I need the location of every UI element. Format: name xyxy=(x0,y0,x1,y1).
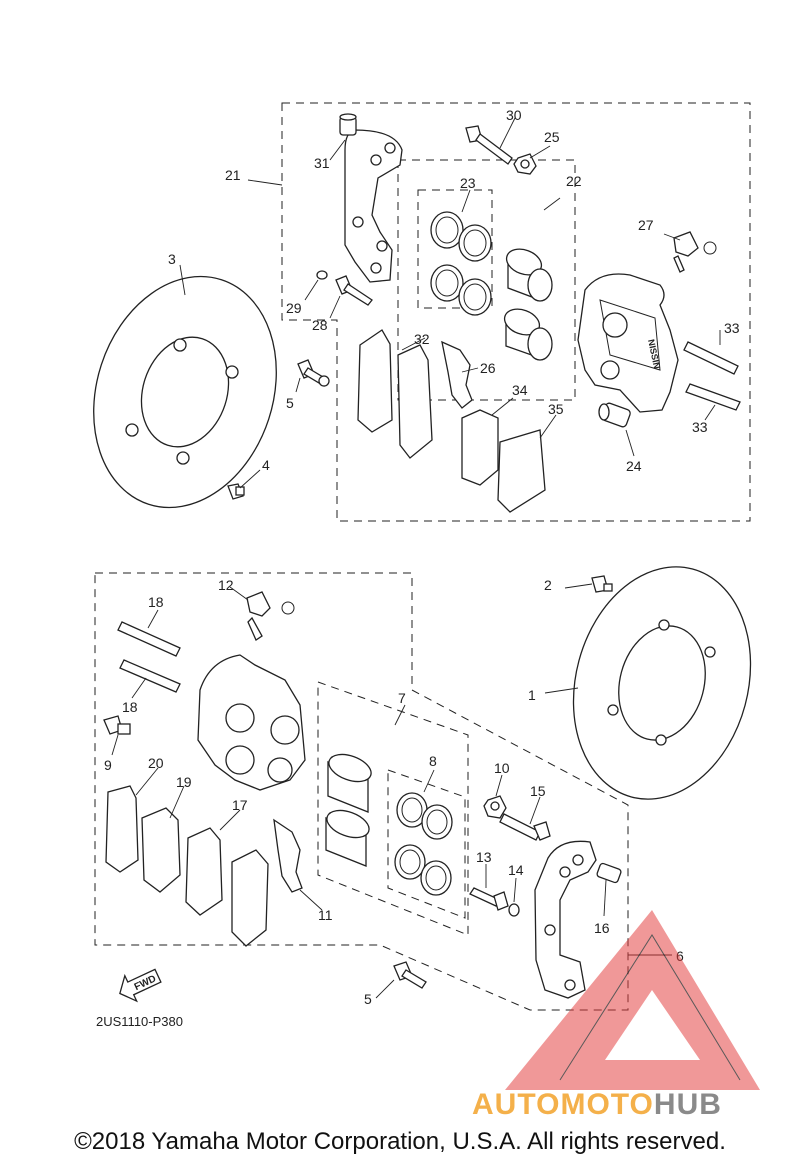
caliper-bracket-lower xyxy=(534,840,597,999)
pistons-lower xyxy=(325,753,372,867)
pad-17 xyxy=(185,827,223,916)
callout-12: 12 xyxy=(218,577,234,593)
caliper-body-lower xyxy=(197,654,306,791)
callout-23: 23 xyxy=(460,175,476,191)
pin-24 xyxy=(598,402,631,428)
piston-seals-lower xyxy=(394,792,453,896)
pad-19 xyxy=(141,807,181,893)
callout-19: 19 xyxy=(176,774,192,790)
callout-30: 30 xyxy=(506,107,522,123)
logo-triangle xyxy=(505,910,760,1090)
callout-8: 8 xyxy=(429,753,437,769)
caliper-pins-upper xyxy=(683,341,741,411)
callout-20: 20 xyxy=(148,755,164,771)
washer-29 xyxy=(316,270,328,280)
logo-inner-mark xyxy=(559,934,741,1081)
automotohub-logo xyxy=(505,910,760,1090)
callout-3: 3 xyxy=(168,251,176,267)
callout-25: 25 xyxy=(544,129,560,145)
pad-34 xyxy=(461,409,499,486)
fwd-arrow: FWD xyxy=(119,968,162,1003)
callout-4: 4 xyxy=(262,457,270,473)
reference-code: 2US1110-P380 xyxy=(96,1014,183,1029)
upper-seal-subgroup-boundary xyxy=(417,189,493,309)
callout-32: 32 xyxy=(414,331,430,347)
disc-bolt-upper xyxy=(227,483,245,500)
watermark-part1: AUTOMOTO xyxy=(472,1088,654,1121)
bleed-valve-lower xyxy=(246,591,295,641)
callout-31: 31 xyxy=(314,155,330,171)
bolt-9 xyxy=(103,715,131,735)
callout-labels: 1 2 3 4 5 5 6 7 8 9 10 11 12 13 14 15 16… xyxy=(104,107,740,1007)
callout-22: 22 xyxy=(566,173,582,189)
bracket-pin-16 xyxy=(596,862,622,884)
callout-29: 29 xyxy=(286,300,302,316)
callout-9: 9 xyxy=(104,757,112,773)
brake-disc-lower xyxy=(572,566,752,800)
bracket-pin-31 xyxy=(339,113,357,136)
callout-2: 2 xyxy=(544,577,552,593)
bleed-valve-upper xyxy=(673,231,717,273)
callout-27: 27 xyxy=(638,217,654,233)
caliper-bolt-upper xyxy=(297,359,330,387)
nut-10 xyxy=(483,795,507,819)
pistons-upper xyxy=(503,248,553,361)
upper-assembly-boundary xyxy=(281,102,751,522)
pad-spring-11 xyxy=(273,818,303,893)
callout-5-upper: 5 xyxy=(286,395,294,411)
callout-10: 10 xyxy=(494,760,510,776)
callout-21: 21 xyxy=(225,167,241,183)
callout-16: 16 xyxy=(594,920,610,936)
callout-28: 28 xyxy=(312,317,328,333)
nut-25 xyxy=(513,153,537,175)
callout-7: 7 xyxy=(398,690,406,706)
callout-11: 11 xyxy=(318,907,333,923)
callout-26: 26 xyxy=(480,360,496,376)
callout-24: 24 xyxy=(626,458,642,474)
brake-pads-upper xyxy=(357,329,433,459)
callout-18-top: 18 xyxy=(148,594,164,610)
leader-lines xyxy=(111,117,721,999)
lower-seal-subgroup-boundary xyxy=(387,769,466,919)
bolt-28 xyxy=(335,275,373,306)
caliper-bolt-lower xyxy=(393,961,427,989)
callout-15: 15 xyxy=(530,783,546,799)
pad-20 xyxy=(105,785,139,873)
callout-13: 13 xyxy=(476,849,492,865)
callout-18-bottom: 18 xyxy=(122,699,138,715)
callout-5-lower: 5 xyxy=(364,991,372,1007)
pad-17b xyxy=(231,849,269,947)
callout-6: 6 xyxy=(676,948,684,964)
pad-spring-upper xyxy=(441,340,473,409)
watermark-text: AUTOMOTOHUB xyxy=(472,1088,722,1121)
bolt-15 xyxy=(499,813,551,841)
copyright-notice: ©2018 Yamaha Motor Corporation, U.S.A. A… xyxy=(74,1128,726,1155)
callout-1: 1 xyxy=(528,687,536,703)
brake-disc-upper xyxy=(93,275,277,509)
bolt-30 xyxy=(465,125,513,165)
callout-33-top: 33 xyxy=(724,320,740,336)
bolt-13 xyxy=(469,887,509,911)
caliper-body-upper: NISSIN xyxy=(577,273,679,413)
caliper-bracket-upper xyxy=(344,129,403,283)
callout-34: 34 xyxy=(512,382,528,398)
disc-bolt-lower xyxy=(591,575,613,593)
pad-35 xyxy=(497,429,546,513)
washer-14 xyxy=(508,903,520,917)
caliper-pins-lower xyxy=(117,621,181,693)
callout-14: 14 xyxy=(508,862,524,878)
fwd-label: FWD xyxy=(133,973,158,993)
callout-35: 35 xyxy=(548,401,564,417)
piston-seals-upper xyxy=(430,211,492,316)
watermark-part2: HUB xyxy=(654,1088,722,1121)
callout-17: 17 xyxy=(232,797,248,813)
callout-33-bottom: 33 xyxy=(692,419,708,435)
